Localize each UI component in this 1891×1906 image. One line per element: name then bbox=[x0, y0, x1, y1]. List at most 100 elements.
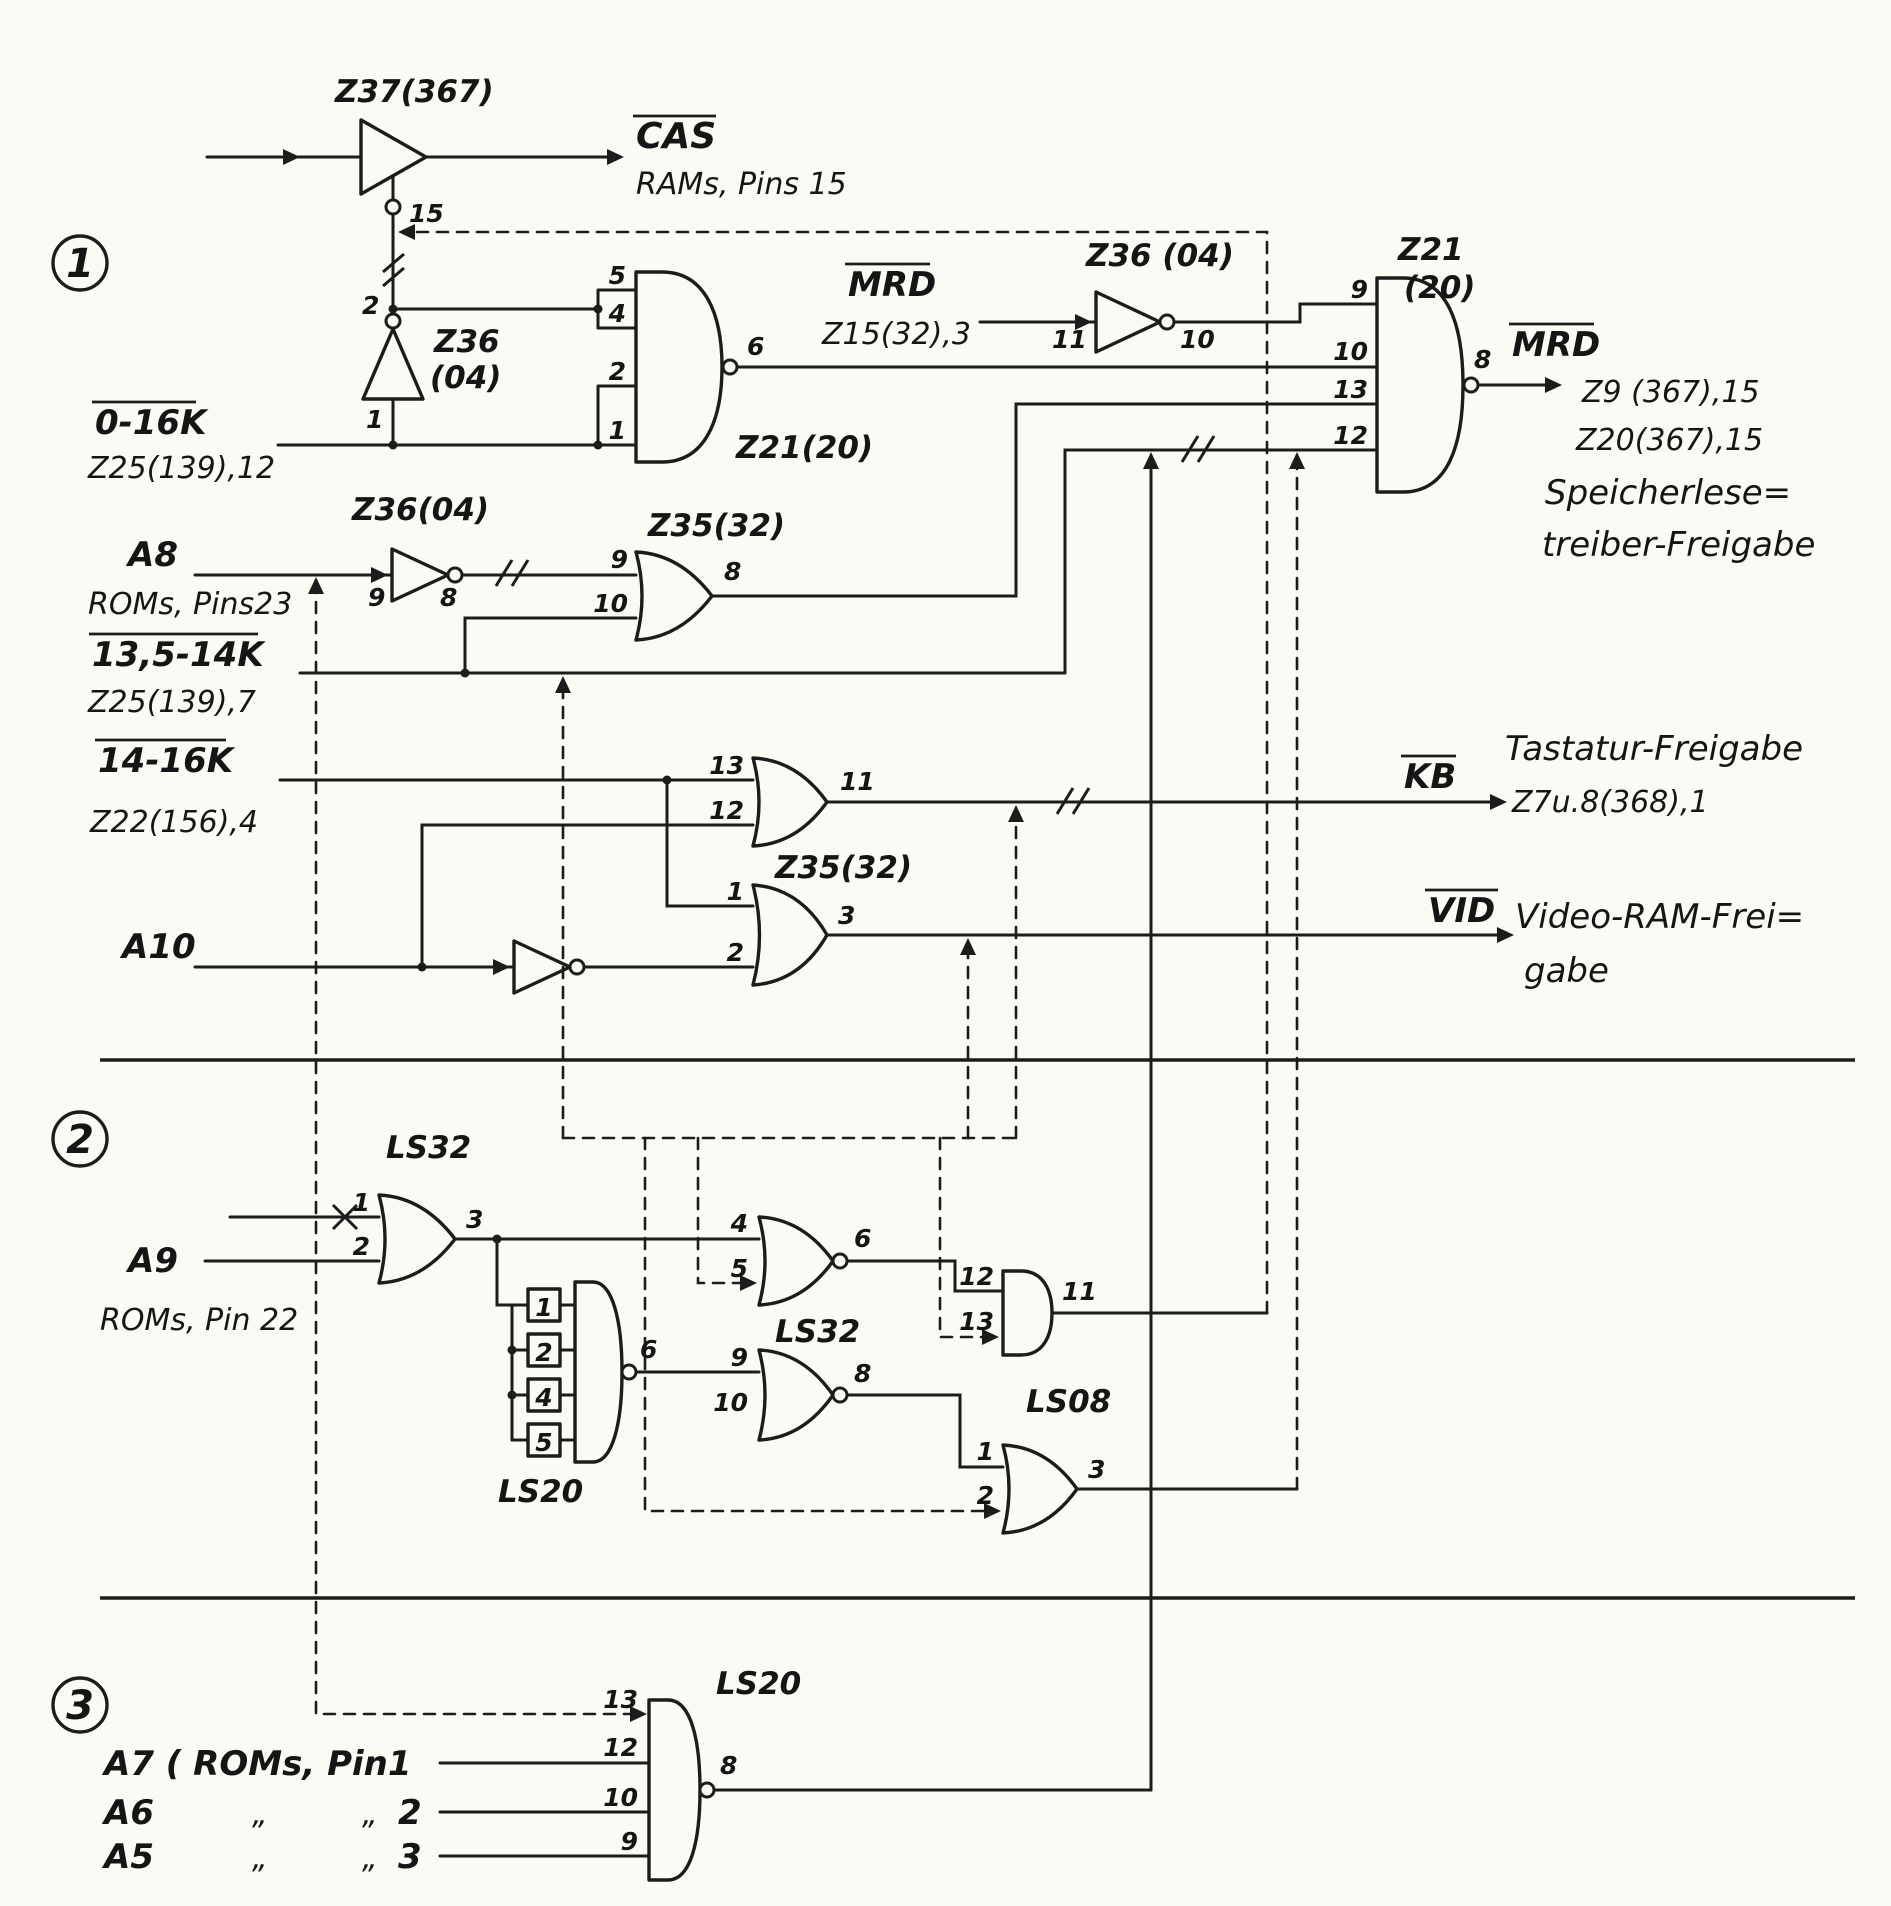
a6-pin: 2 bbox=[398, 1793, 422, 1833]
signal-0-16k-src: Z25(139),12 bbox=[87, 451, 275, 486]
mrd-dest-1: Z9 (367),15 bbox=[1581, 375, 1760, 410]
dashed-ls08-to-z37 bbox=[402, 230, 1269, 1315]
z37-enable-bubble bbox=[384, 198, 402, 216]
signal-135-14k: 13,5-14K bbox=[92, 635, 266, 675]
mrd-dest-3: Speicherlese= bbox=[1545, 473, 1791, 513]
inv2-bubble bbox=[1158, 313, 1176, 331]
inv1-out-pin: 2 bbox=[362, 291, 379, 320]
ls20s3-bubble bbox=[698, 1781, 716, 1799]
wire-135-to-g2p12 bbox=[1063, 448, 1379, 675]
wire-135-branch bbox=[463, 616, 638, 675]
ls32c-bubble bbox=[831, 1386, 849, 1404]
cut-mark-g2p12 bbox=[1180, 435, 1216, 463]
signal-0-16k: 0-16K bbox=[95, 403, 209, 443]
signal-a7: A7 ( ROMs, Pin1 bbox=[101, 1744, 412, 1784]
section2-badge-circle bbox=[51, 1110, 109, 1168]
vid-title-1: Video-RAM-Frei= bbox=[1515, 897, 1804, 937]
inv2-out-pin: 10 bbox=[1180, 325, 1215, 354]
g1-pin2: 2 bbox=[609, 357, 626, 386]
inv1-in-pin: 1 bbox=[366, 405, 383, 434]
ls20s3-nand-body bbox=[647, 1698, 702, 1882]
arrow-dashed-z37 bbox=[398, 224, 415, 240]
ls32b-pin4: 4 bbox=[730, 1209, 748, 1238]
g2-pkg: (20) bbox=[1404, 270, 1475, 306]
wire-ls32c-out bbox=[845, 1393, 1005, 1469]
arrow-mrd-in bbox=[1075, 314, 1092, 330]
wire-ls32b-out bbox=[845, 1259, 1005, 1293]
kb-signal: KB bbox=[1404, 757, 1456, 797]
ls32b-bubble bbox=[831, 1252, 849, 1270]
signal-a9-src: ROMs, Pin 22 bbox=[100, 1303, 298, 1338]
g6-pin2: 2 bbox=[977, 1481, 994, 1510]
ls20s3-pin9: 9 bbox=[621, 1827, 638, 1856]
signal-a10: A10 bbox=[119, 927, 196, 967]
inv2-triangle bbox=[1094, 290, 1162, 354]
mrd-out-signal: MRD bbox=[1512, 325, 1600, 365]
ls08-label: LS08 bbox=[1026, 1384, 1111, 1420]
junction bbox=[593, 440, 603, 450]
arrow-mrd-out bbox=[1545, 377, 1562, 393]
g1-pin5: 5 bbox=[609, 261, 626, 290]
ls20s3-pin13: 13 bbox=[603, 1685, 638, 1714]
junction bbox=[388, 304, 398, 314]
ls32a-pin-out: 3 bbox=[466, 1205, 483, 1234]
g2-pin10: 10 bbox=[1333, 337, 1368, 366]
arrow-dashed-vid bbox=[960, 938, 976, 955]
g5-pin1: 1 bbox=[727, 877, 744, 906]
ls20s3-pin10: 10 bbox=[603, 1783, 638, 1812]
g5-or-body bbox=[751, 883, 829, 987]
mrd-dest-4: treiber-Freigabe bbox=[1542, 525, 1815, 565]
cut-mark-z37-enable bbox=[382, 252, 405, 288]
arrow-vid bbox=[1497, 927, 1514, 943]
junction bbox=[662, 775, 672, 785]
inv3-in-pin: 9 bbox=[368, 583, 385, 612]
junction bbox=[507, 1390, 517, 1400]
a6-ditto-2: „ bbox=[362, 1797, 378, 1832]
g5-pin2: 2 bbox=[727, 938, 744, 967]
g4-pin13: 13 bbox=[709, 751, 744, 780]
wire-ls20s2-stubs-r bbox=[558, 1303, 577, 1442]
vid-title-2: gabe bbox=[1524, 951, 1609, 991]
inv1-name: Z36 bbox=[433, 324, 500, 360]
signal-a8-src: ROMs, Pins23 bbox=[88, 587, 292, 622]
junction bbox=[388, 440, 398, 450]
g1-bubble bbox=[721, 358, 739, 376]
ls20s2-pin2: 2 bbox=[535, 1338, 552, 1367]
cas-destination: RAMs, Pins 15 bbox=[636, 167, 847, 202]
g6-or-body bbox=[1001, 1443, 1079, 1535]
mrd-dest-2: Z20(367),15 bbox=[1575, 423, 1763, 458]
g6-pin1: 1 bbox=[977, 1437, 994, 1466]
mrd-in-signal: MRD bbox=[848, 265, 936, 305]
ls20s3-pin-out: 8 bbox=[720, 1751, 737, 1780]
ls08-pin12: 12 bbox=[959, 1262, 994, 1291]
arrow-dashed-g6 bbox=[984, 1503, 1001, 1519]
ls32a-label: LS32 bbox=[386, 1130, 471, 1166]
signal-a9: A9 bbox=[125, 1241, 178, 1281]
inv3-label: Z36(04) bbox=[351, 492, 489, 528]
g4-pin12: 12 bbox=[709, 796, 744, 825]
arrow-dashed-a8 bbox=[308, 577, 324, 594]
ls20s2-pin5: 5 bbox=[535, 1428, 552, 1457]
signal-a6: A6 bbox=[101, 1793, 154, 1833]
ls32c-pin-out: 8 bbox=[854, 1359, 871, 1388]
arrow-dashed-ls20s3 bbox=[630, 1706, 647, 1722]
junction bbox=[593, 304, 603, 314]
wire-g1-bracket-21 bbox=[596, 384, 638, 447]
g1-label: Z21(20) bbox=[735, 430, 873, 466]
junction bbox=[492, 1234, 502, 1244]
g4-pin-out: 11 bbox=[840, 767, 875, 796]
ls32a-or-body bbox=[377, 1193, 457, 1285]
kb-title: Tastatur-Freigabe bbox=[1505, 729, 1803, 769]
ls20s2-pin1: 1 bbox=[535, 1293, 552, 1322]
junction bbox=[507, 1345, 517, 1355]
kb-dest: Z7u.8(368),1 bbox=[1511, 785, 1709, 820]
inv1-triangle bbox=[361, 327, 425, 401]
ls20s2-pin-out: 6 bbox=[640, 1335, 657, 1364]
g4-label: Z35(32) bbox=[774, 850, 912, 886]
ls32c-or-body bbox=[757, 1348, 835, 1442]
arrow-dashed-ls08 bbox=[982, 1329, 999, 1345]
g3-label: Z35(32) bbox=[647, 508, 785, 544]
ls08-and-body bbox=[1001, 1269, 1054, 1357]
ls08-pin-out: 11 bbox=[1062, 1277, 1097, 1306]
